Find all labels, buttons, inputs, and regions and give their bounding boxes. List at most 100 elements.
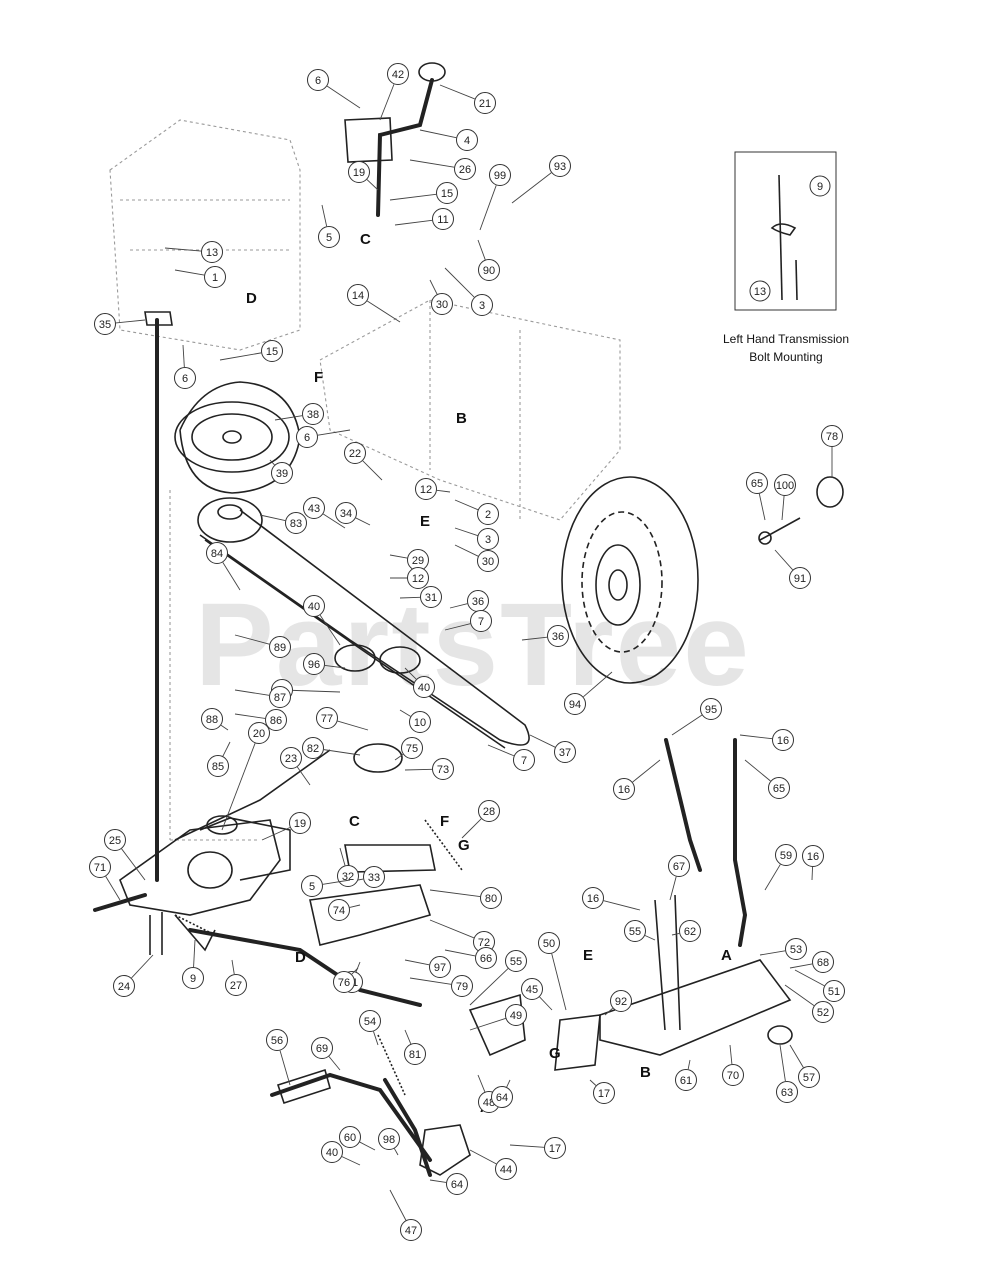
callout-61: 61 (675, 1059, 697, 1091)
callout-55: 55 (624, 920, 656, 942)
callout-74: 74 (328, 899, 361, 921)
callout-49: 49 (469, 1004, 527, 1031)
leader-line (529, 734, 556, 748)
callout-number: 76 (338, 977, 350, 989)
callout-17: 17 (589, 1079, 615, 1104)
leader-line (261, 827, 291, 841)
springs (174, 819, 463, 1096)
callout-80: 80 (429, 887, 502, 909)
leader-line (436, 489, 451, 493)
brake-bracket (468, 894, 793, 1071)
callout-number: 99 (494, 170, 506, 182)
callout-number: 33 (368, 872, 380, 884)
leader-line (182, 344, 185, 368)
callout-number: 42 (392, 69, 404, 81)
callout-11: 11 (394, 208, 454, 230)
callout-69: 69 (311, 1037, 341, 1071)
callout-circle (432, 208, 454, 230)
callout-number: 6 (304, 432, 310, 444)
callout-circle (470, 610, 492, 632)
callout-number: 73 (437, 764, 449, 776)
callout-number: 78 (826, 431, 838, 443)
callout-number: 20 (253, 728, 265, 740)
callout-number: 50 (543, 938, 555, 950)
callout-65: 65 (744, 759, 790, 799)
callout-circle (436, 182, 458, 204)
callout-circle (207, 755, 229, 777)
callout-15: 15 (389, 182, 458, 204)
engine-pulley (174, 401, 290, 473)
leader-line (603, 900, 641, 911)
callout-number: 14 (352, 290, 364, 302)
inset-caption-line2: Bolt Mounting (749, 350, 822, 364)
callout-83: 83 (259, 512, 307, 534)
leader-line (781, 495, 785, 521)
leader-line (669, 876, 677, 901)
letter-a: A (721, 947, 732, 964)
leader-line (429, 889, 481, 898)
callout-number: 57 (803, 1072, 815, 1084)
callout-number: 63 (781, 1087, 793, 1099)
leader-line (222, 562, 241, 591)
callout-number: 71 (94, 862, 106, 874)
callout-number: 21 (479, 98, 491, 110)
callout-circle (113, 975, 135, 997)
leader-line (509, 1144, 545, 1148)
callout-number: 72 (478, 937, 490, 949)
callout-100: 100 (774, 474, 796, 521)
leader-line (454, 544, 479, 557)
leader-line (477, 1074, 486, 1092)
callout-circle (387, 63, 409, 85)
leader-line (399, 596, 421, 599)
callout-circle (413, 676, 435, 698)
leader-line (328, 1056, 341, 1071)
callout-21: 21 (439, 84, 496, 114)
leader-line (339, 847, 346, 866)
leader-line (322, 513, 346, 529)
leader-line (366, 179, 379, 191)
callout-6: 6 (174, 344, 196, 389)
callout-number: 2 (485, 509, 491, 521)
callout-number: 40 (326, 1147, 338, 1159)
callout-42: 42 (379, 63, 409, 121)
leader-line (115, 319, 146, 324)
leader-line (404, 768, 433, 771)
callout-number: 16 (777, 735, 789, 747)
callout-circle (480, 887, 502, 909)
callout-number: 27 (230, 980, 242, 992)
callout-number: 36 (552, 631, 564, 643)
callout-31: 31 (399, 586, 442, 608)
callout-number: 89 (274, 642, 286, 654)
callout-7: 7 (487, 744, 535, 771)
callout-number: 7 (478, 616, 484, 628)
callout-number: 68 (817, 957, 829, 969)
callout-92: 92 (604, 990, 632, 1016)
callout-number: 26 (459, 164, 471, 176)
callout-circle (798, 1066, 820, 1088)
leader-line (379, 84, 395, 121)
callout-number: 44 (500, 1164, 512, 1176)
leader-line (131, 954, 154, 979)
leader-line (444, 623, 471, 631)
callout-19: 19 (348, 161, 379, 191)
callout-66: 66 (444, 947, 497, 969)
callout-circle (785, 938, 807, 960)
callout-77: 77 (316, 707, 369, 731)
callout-circle (303, 497, 325, 519)
hub-cap (758, 476, 844, 545)
callout-9: 9 (182, 939, 204, 989)
leader-line (644, 935, 656, 941)
callout-3: 3 (444, 267, 493, 316)
engine-outline (109, 119, 621, 841)
callout-19: 19 (261, 812, 311, 841)
callout-circle (301, 875, 323, 897)
callout-number: 47 (405, 1225, 417, 1237)
callout-number: 3 (485, 534, 491, 546)
callout-circle (359, 1010, 381, 1032)
callout-circle (280, 747, 302, 769)
callout-circle (772, 729, 794, 751)
callout-number: 86 (270, 715, 282, 727)
callout-number: 85 (212, 761, 224, 773)
callout-circle (521, 978, 543, 1000)
callout-circle (378, 1128, 400, 1150)
